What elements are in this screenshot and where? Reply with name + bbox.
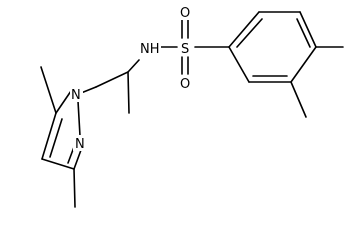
bond-pyr-c5-c4-double [49, 118, 63, 158]
nh-label-bg [137, 39, 161, 55]
oxygen-top-label-bg [179, 5, 192, 20]
bond-ch-methyl [127, 71, 130, 114]
bond-ch2-ch [95, 71, 129, 88]
bond-pyr-methyl-3 [73, 168, 76, 208]
pyrazole-n2-label-bg [73, 135, 86, 151]
nh-atom-label: NH [140, 42, 160, 57]
bond-ring-double-1 [236, 18, 263, 48]
bond-ch-nh [127, 59, 140, 73]
pyrazole-n1-atom-label: N [71, 88, 81, 103]
atom-labels: NH S O O N N [70, 5, 192, 152]
bond-ring-6 [228, 46, 250, 83]
bond-ring-4 [290, 46, 317, 83]
pyrazole-n1-label-bg [70, 87, 83, 102]
bond-lines [40, 11, 344, 208]
bond-ring-double-2 [296, 18, 311, 48]
oxygen-top-atom-label: O [180, 6, 190, 21]
oxygen-bottom-label-bg [179, 75, 192, 91]
bond-pyr-c5-c4 [41, 112, 57, 160]
sulfur-label-bg [179, 40, 192, 56]
bond-ring-1 [228, 11, 260, 48]
pyrazole-n2-atom-label: N [75, 137, 85, 152]
molecule-structure: NH S O O N N [40, 5, 344, 208]
bond-pyr-c4-c3 [41, 158, 75, 170]
sulfur-atom-label: S [181, 42, 189, 57]
bond-pyr-methyl-5 [40, 66, 57, 114]
oxygen-bottom-atom-label: O [180, 77, 190, 92]
bond-pyr-n2-n1 [77, 100, 81, 137]
bond-ring-methyl-3 [290, 81, 307, 118]
bond-pyr-n1-c5 [55, 90, 72, 114]
bond-pyr-c3-n2 [73, 149, 82, 170]
bond-ring-3 [299, 11, 317, 48]
bond-n1-ch2 [80, 86, 97, 94]
